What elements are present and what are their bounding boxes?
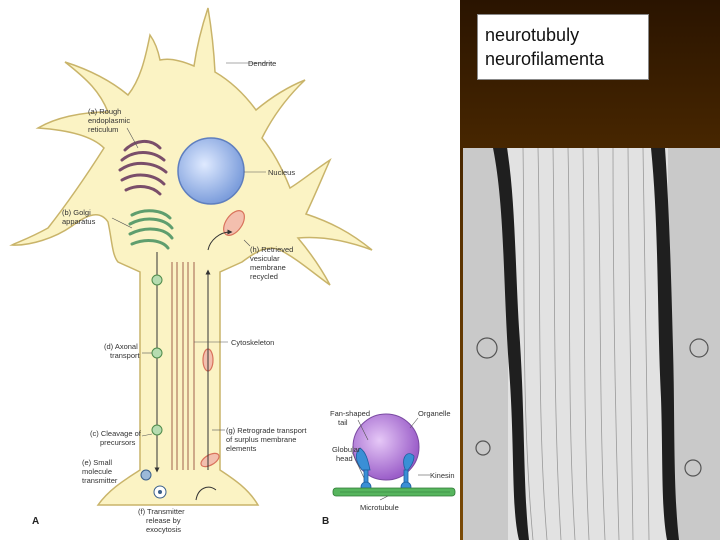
rough-er-label: (a) Rough endoplasmic reticulum (88, 107, 132, 134)
leader-lines (111, 62, 272, 437)
synaptic-vesicles (140, 469, 217, 501)
cytoskeleton-label: Cytoskeleton (231, 338, 274, 347)
panel-a-label: A (32, 516, 39, 527)
caption-neurofilamenta: neurofilamenta (485, 49, 605, 69)
retrieved-label: (h) Retrieved vesicular membrane recycle… (250, 245, 295, 281)
nucleus-label: Nucleus (268, 168, 295, 177)
kinesin-leader-lines (351, 417, 430, 501)
myelin-sheath-right (651, 148, 679, 540)
cell-organelles (475, 337, 709, 477)
panel-b-label: B (322, 516, 329, 527)
anterograde-vesicles (151, 252, 163, 473)
recycle-arrow (207, 229, 233, 251)
axonal-label: (d) Axonal transport (104, 342, 141, 360)
organelle-shape (352, 413, 420, 481)
cytoskeleton-shape (171, 262, 195, 470)
fan-tail-label: Fan-shaped tail (330, 409, 372, 427)
kinesin-label: Kinesin (430, 471, 455, 480)
caption-box: neurotubuly neurofilamenta (477, 14, 649, 80)
golgi-shape (128, 209, 174, 250)
nucleus-shape (177, 137, 245, 205)
golgi-label: (b) Golgi apparatus (62, 208, 96, 226)
caption-neurotubuly: neurotubuly (485, 25, 580, 45)
neuron-cell-body (9, 7, 373, 506)
small-molecule-label: (e) Small molecule transmitter (82, 458, 118, 485)
microtubule-label: Microtubule (360, 503, 399, 512)
neurofilament-strands (522, 148, 650, 540)
neuron-diagram: A B Dendrite (a) Rough endoplasmic retic… (9, 7, 456, 534)
rough-er-shape (118, 140, 168, 196)
release-label: (f) Transmitter release by exocytosis (138, 507, 187, 534)
cleavage-label: (c) Cleavage of precursors (90, 429, 143, 447)
microtubule-shape (332, 487, 456, 497)
mitochondrion-shape (223, 210, 245, 236)
dendrite-label: Dendrite (248, 59, 276, 68)
organelle-label: Organelle (418, 409, 451, 418)
electron-micrograph (463, 148, 720, 540)
retrograde-label: (g) Retrograde transport of surplus memb… (226, 426, 309, 453)
myelin-sheath-left (493, 148, 529, 540)
globular-head-label: Globular head (332, 445, 362, 463)
